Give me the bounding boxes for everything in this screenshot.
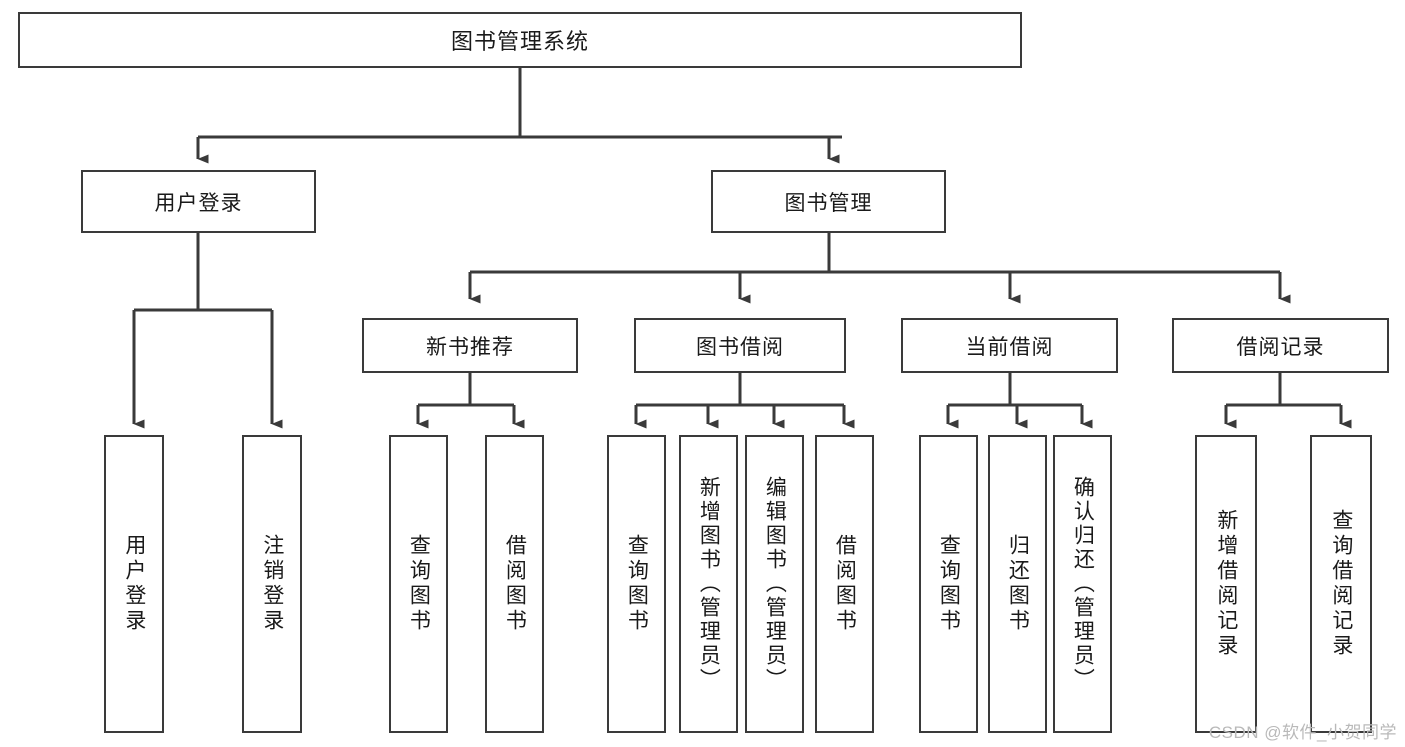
node-label: 查询图书 [625, 534, 649, 634]
node-book-borrow[interactable]: 图书借阅 [634, 318, 846, 373]
node-label: 查询图书 [937, 534, 961, 634]
node-leaf-confirm-return-admin[interactable]: 确认归还（管理员） [1053, 435, 1112, 733]
node-label: 新书推荐 [426, 335, 514, 359]
node-label: 查询借阅记录 [1329, 509, 1353, 659]
node-label: 当前借阅 [965, 335, 1054, 359]
node-leaf-return-book[interactable]: 归还图书 [988, 435, 1047, 733]
watermark: CSDN @软件_小贺同学 [1208, 723, 1397, 742]
node-label: 借阅记录 [1236, 335, 1325, 359]
node-leaf-add-borrow-record[interactable]: 新增借阅记录 [1195, 435, 1257, 733]
node-leaf-borrow-book-1[interactable]: 借阅图书 [485, 435, 544, 733]
node-borrow-record[interactable]: 借阅记录 [1172, 318, 1389, 373]
node-label: 查询图书 [407, 534, 431, 634]
node-label: 图书管理系统 [450, 29, 589, 54]
node-leaf-edit-book-admin[interactable]: 编辑图书（管理员） [745, 435, 804, 733]
node-label: 用户登录 [122, 534, 146, 634]
node-leaf-query-book-3[interactable]: 查询图书 [919, 435, 978, 733]
node-leaf-query-book-1[interactable]: 查询图书 [389, 435, 448, 733]
node-label: 用户登录 [154, 191, 243, 215]
node-label: 借阅图书 [503, 534, 527, 634]
node-leaf-borrow-book-2[interactable]: 借阅图书 [815, 435, 874, 733]
node-book-management[interactable]: 图书管理 [711, 170, 946, 233]
node-label: 编辑图书（管理员） [763, 476, 787, 692]
node-label: 借阅图书 [833, 534, 857, 634]
node-label: 新增借阅记录 [1214, 509, 1238, 659]
node-leaf-user-login[interactable]: 用户登录 [104, 435, 164, 733]
node-current-borrow[interactable]: 当前借阅 [901, 318, 1118, 373]
node-user-login[interactable]: 用户登录 [81, 170, 316, 233]
node-label: 新增图书（管理员） [697, 476, 721, 692]
node-leaf-query-book-2[interactable]: 查询图书 [607, 435, 666, 733]
node-label: 注销登录 [260, 534, 284, 634]
node-label: 归还图书 [1006, 534, 1030, 634]
node-label: 图书管理 [784, 191, 873, 215]
node-leaf-query-borrow-record[interactable]: 查询借阅记录 [1310, 435, 1372, 733]
node-new-book-recommend[interactable]: 新书推荐 [362, 318, 578, 373]
node-label: 确认归还（管理员） [1071, 476, 1095, 692]
node-root-book-management-system[interactable]: 图书管理系统 [18, 12, 1022, 68]
node-leaf-logout-login[interactable]: 注销登录 [242, 435, 302, 733]
node-label: 图书借阅 [696, 335, 784, 359]
node-leaf-add-book-admin[interactable]: 新增图书（管理员） [679, 435, 738, 733]
